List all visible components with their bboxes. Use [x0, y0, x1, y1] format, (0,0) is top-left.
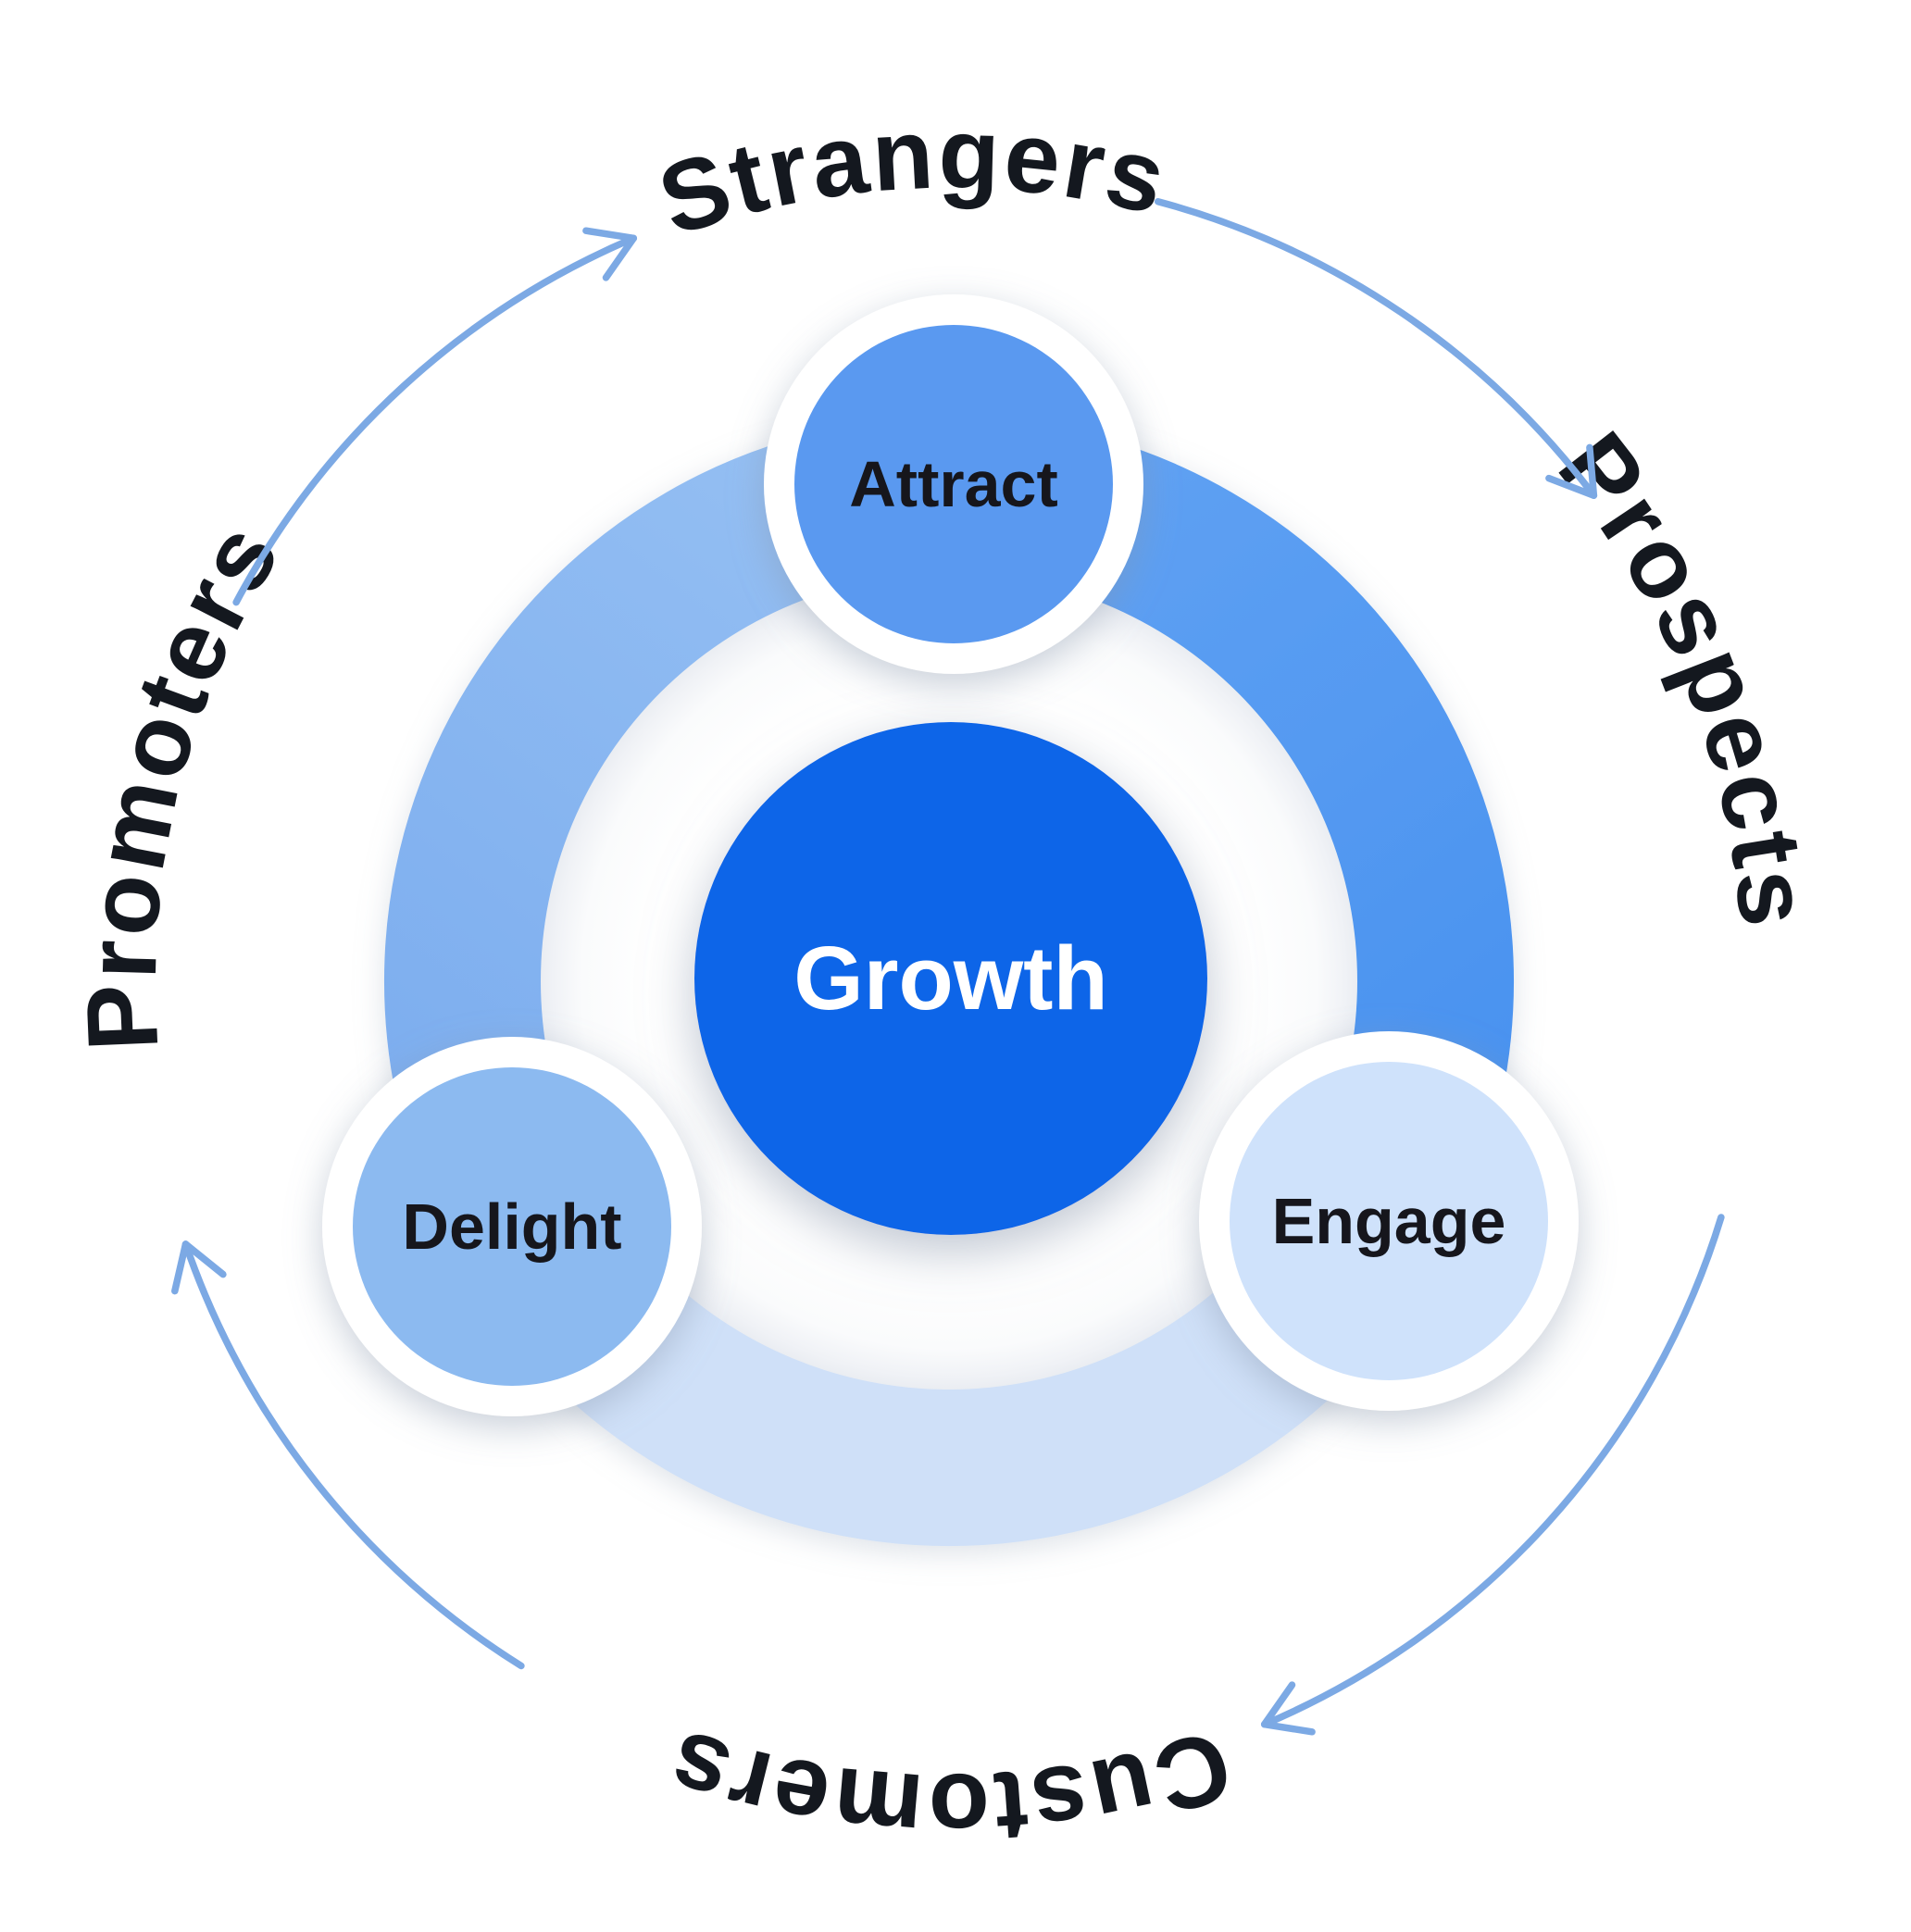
flow-arrows [171, 197, 1725, 1736]
arrow-top-left-head [582, 227, 638, 281]
attract-node: Attract [764, 294, 1143, 674]
attract-label: Attract [849, 448, 1058, 520]
arrow-bottom-left [181, 1240, 525, 1670]
delight-node: Delight [322, 1037, 702, 1416]
growth-circle [694, 722, 1207, 1235]
arrow-top-right [1154, 197, 1598, 499]
engage-label: Engage [1272, 1185, 1506, 1257]
attract-circle [794, 325, 1113, 643]
delight-circle [353, 1067, 671, 1386]
arrow-top-right-head [1545, 443, 1598, 499]
delight-label: Delight [402, 1190, 621, 1263]
arrow-bottom-left-head [171, 1240, 227, 1295]
engage-node: Engage [1199, 1031, 1579, 1411]
arrow-bottom-right-head [1260, 1681, 1316, 1736]
arrow-bottom-right [1260, 1214, 1725, 1728]
growth-label: Growth [793, 928, 1107, 1028]
engage-circle [1230, 1062, 1548, 1380]
growth-node: Growth [694, 722, 1207, 1235]
arrow-top-left [232, 234, 638, 606]
